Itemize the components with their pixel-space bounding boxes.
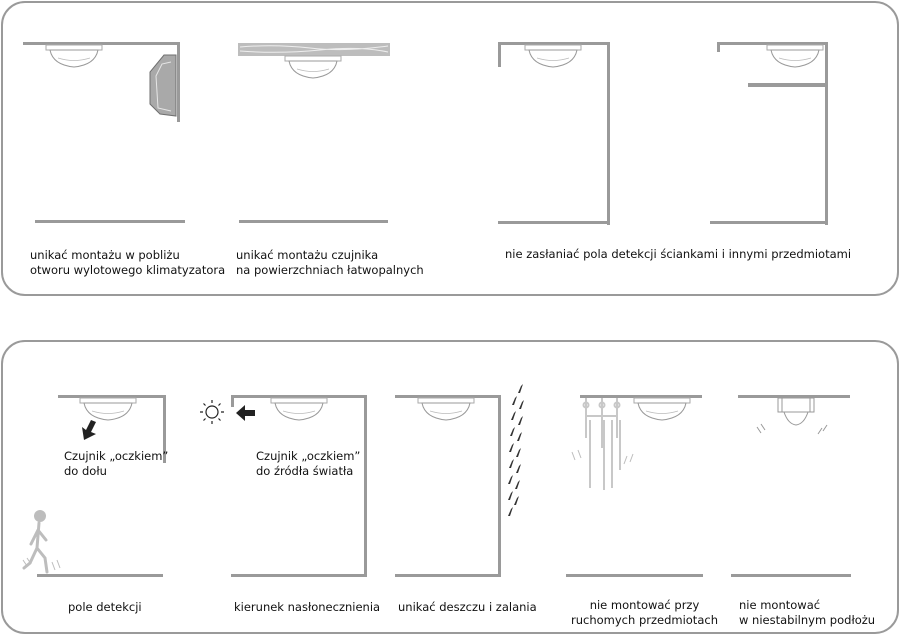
left-wall — [717, 42, 720, 52]
right-wall — [825, 42, 828, 225]
ceiling — [23, 42, 180, 45]
floor — [35, 220, 185, 223]
sensor — [633, 397, 691, 421]
floor — [239, 220, 388, 223]
floor — [37, 574, 163, 577]
caption-rain: unikać deszczu i zalania — [398, 600, 537, 614]
note-eye-down: Czujnik „oczkiem” do dołu — [64, 449, 169, 478]
scene-rain — [395, 384, 524, 577]
top-panel — [1, 1, 899, 296]
ceiling — [580, 395, 702, 398]
sensor — [45, 44, 103, 68]
caption-ac-outlet: unikać montażu w pobliżu otworu wylotowe… — [30, 248, 226, 277]
right-wall — [607, 42, 610, 225]
floor — [498, 221, 610, 224]
wall — [163, 395, 166, 463]
left-wall — [498, 42, 501, 67]
ceiling — [231, 395, 367, 398]
hanging-lamp-icon — [571, 398, 634, 490]
sensor — [79, 397, 137, 421]
floor — [731, 574, 851, 577]
ac-unit — [149, 54, 177, 117]
shelf — [748, 83, 828, 87]
scene-moving-objects — [566, 395, 703, 577]
mount-bracket — [777, 397, 815, 413]
sun-icon — [200, 400, 224, 424]
sensor — [766, 44, 824, 68]
scene-partition — [498, 42, 610, 225]
ceiling — [498, 42, 610, 45]
floor — [395, 574, 501, 577]
bottom-panel — [1, 340, 899, 634]
ceiling — [738, 395, 850, 398]
scene-shelf — [710, 42, 828, 225]
left-wall — [231, 395, 234, 407]
wall — [364, 395, 367, 577]
sensor — [417, 397, 475, 421]
arrow-left-icon — [236, 405, 255, 421]
scene-sunlight — [200, 395, 367, 577]
floor — [566, 574, 703, 577]
walking-person-icon — [22, 510, 61, 574]
rain-icon — [508, 384, 524, 516]
arrow-down-icon — [82, 420, 96, 440]
caption-detection-field: pole detekcji — [68, 600, 142, 614]
scene-detection-field — [22, 395, 166, 577]
ceiling — [58, 395, 166, 398]
ceiling — [717, 42, 828, 45]
sensor — [284, 55, 342, 79]
note-eye-light: Czujnik „oczkiem” do źródła światła — [256, 449, 361, 478]
caption-unstable: nie montować w niestabilnym podłożu — [739, 598, 876, 627]
ceiling — [395, 395, 501, 398]
scene-unstable — [731, 395, 851, 577]
caption-sunlight: kierunek nasłonecznienia — [234, 600, 381, 614]
wall — [498, 395, 501, 577]
scene-ac-outlet — [23, 42, 185, 223]
scene-flammable — [238, 43, 390, 223]
sensor — [270, 397, 328, 421]
caption-obstruction: nie zasłaniać pola detekcji ściankami i … — [505, 247, 852, 261]
floor — [231, 574, 367, 577]
floor — [710, 221, 828, 224]
sensor — [524, 44, 582, 68]
caption-flammable: unikać montażu czujnika na powierzchniac… — [236, 248, 424, 277]
caption-moving: nie montować przy ruchomych przedmiotach — [571, 598, 718, 627]
wall — [177, 42, 180, 122]
